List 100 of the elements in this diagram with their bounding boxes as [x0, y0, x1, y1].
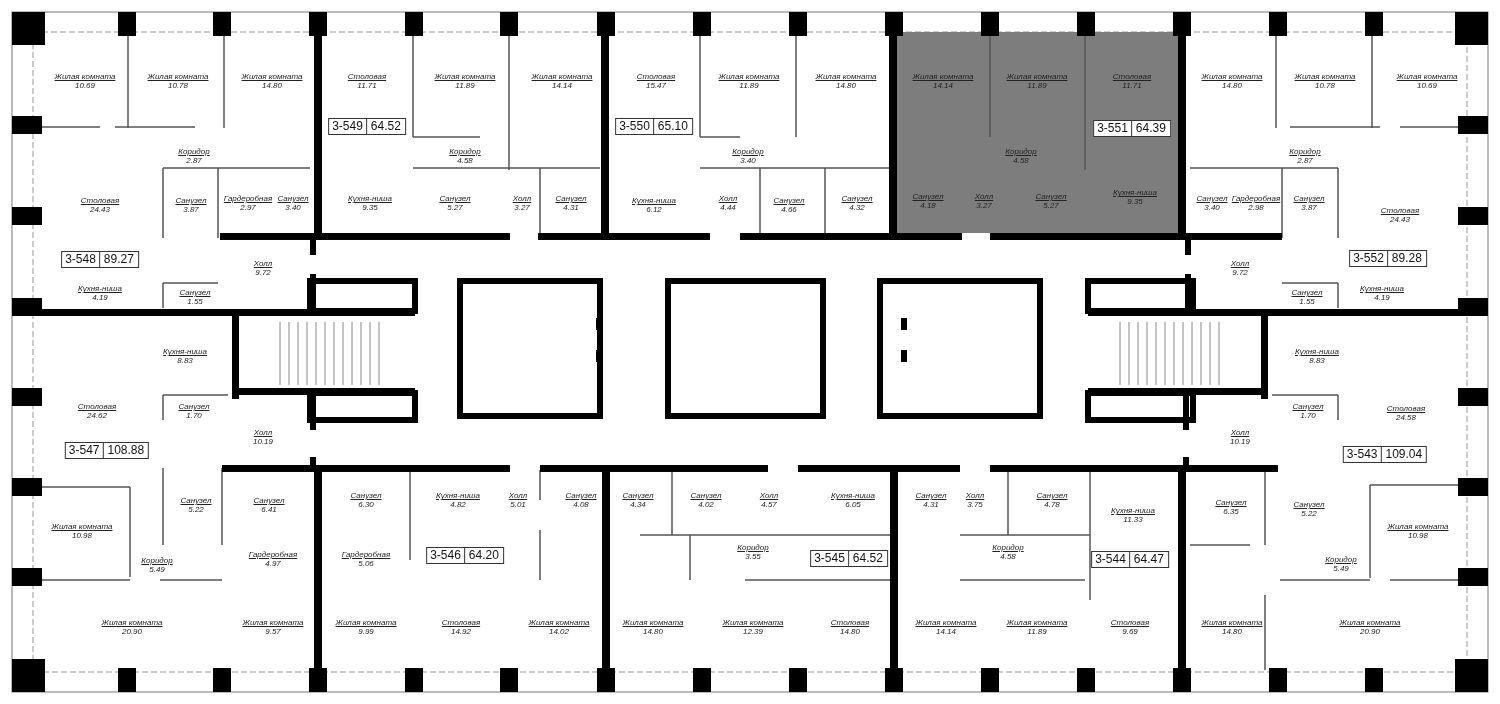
room-area: 5.22: [1301, 509, 1317, 518]
room-area: 3.27: [514, 203, 530, 212]
room-name: Кухня-ниша: [348, 194, 392, 203]
room-name: Жилая комната: [335, 618, 397, 627]
room-area: 11.33: [1123, 515, 1143, 524]
room-name: Санузел: [622, 491, 654, 500]
room-area: 2.98: [1248, 203, 1264, 212]
room-area: 11.89: [455, 81, 475, 90]
apartment-number: 3-544: [1092, 552, 1130, 567]
room-area: 9.69: [1122, 627, 1138, 636]
room-area: 10.78: [168, 81, 188, 90]
room-area: 4.78: [1044, 500, 1060, 509]
room-name: Столовая: [1386, 404, 1426, 413]
apartment-area: 64.39: [1131, 121, 1170, 136]
room-area: 14.80: [1222, 627, 1242, 636]
room-name: Жилая комната: [1294, 72, 1356, 81]
room-area: 4.66: [781, 205, 797, 214]
room-name: Холл: [974, 192, 994, 201]
apartment-number: 3-545: [811, 551, 849, 566]
room-area: 14.80: [840, 627, 860, 636]
room-area: 4.32: [849, 203, 865, 212]
room-area: 8.83: [177, 356, 193, 365]
room-name: Жилая комната: [51, 522, 113, 531]
room-area: 9.72: [1232, 268, 1248, 277]
apartment-area: 65.10: [653, 119, 692, 134]
room-area: 6.41: [261, 505, 277, 514]
room-name: Коридор: [449, 147, 481, 156]
apartment-number: 3-552: [1350, 251, 1388, 266]
room-area: 6.05: [845, 500, 861, 509]
room-area: 14.02: [549, 627, 569, 636]
room-area: 10.19: [253, 437, 273, 446]
room-name: Гардеробная: [223, 194, 273, 203]
apartment-number: 3-550: [616, 119, 654, 134]
room-area: 24.62: [87, 411, 107, 420]
room-name: Санузел: [915, 491, 947, 500]
room-area: 3.27: [976, 201, 992, 210]
room-name: Санузел: [1035, 192, 1067, 201]
apartment-number: 3-547: [65, 443, 104, 458]
room-area: 5.06: [358, 559, 374, 568]
apartment-number: 3-546: [427, 548, 465, 563]
apartment-tag: [61, 251, 139, 268]
room-area: 2.87: [186, 156, 202, 165]
room-name: Кухня-ниша: [1295, 347, 1339, 356]
room-area: 4.44: [720, 203, 736, 212]
room-area: 1.55: [1299, 297, 1315, 306]
room-name: Санузел: [1291, 288, 1323, 297]
room-name: Жилая комната: [1339, 618, 1401, 627]
room-name: Холл: [512, 194, 532, 203]
room-area: 12.39: [743, 627, 763, 636]
room-area: 11.71: [1122, 81, 1142, 90]
room-area: 3.75: [967, 500, 983, 509]
room-name: Кухня-ниша: [831, 491, 875, 500]
room-area: 14.14: [936, 627, 956, 636]
room-area: 9.99: [358, 627, 374, 636]
room-name: Санузел: [253, 496, 285, 505]
apartment-tag: [1091, 551, 1169, 568]
room-area: 20.90: [122, 627, 142, 636]
apartment-tag: [1349, 250, 1427, 267]
room-area: 1.70: [186, 411, 202, 420]
room-area: 24.58: [1396, 413, 1416, 422]
room-name: Коридор: [992, 543, 1024, 552]
room-area: 10.69: [1417, 81, 1437, 90]
room-name: Гардеробная: [248, 550, 298, 559]
room-area: 6.12: [646, 205, 662, 214]
room-area: 24.43: [1390, 215, 1410, 224]
room-area: 4.18: [920, 201, 936, 210]
room-area: 14.80: [643, 627, 663, 636]
room-area: 5.49: [1333, 564, 1349, 573]
room-area: 1.70: [1300, 411, 1316, 420]
room-name: Санузел: [555, 194, 587, 203]
room-name: Жилая комната: [1396, 72, 1458, 81]
room-name: Кухня-ниша: [632, 196, 676, 205]
room-name: Коридор: [1289, 147, 1321, 156]
room-area: 4.34: [630, 500, 646, 509]
room-area: 5.01: [510, 500, 526, 509]
room-area: 6.35: [1223, 507, 1239, 516]
apartment-area: 64.20: [464, 548, 503, 563]
room-name: Коридор: [1005, 147, 1037, 156]
room-name: Кухня-ниша: [436, 491, 480, 500]
room-name: Столовая: [77, 402, 117, 411]
room-name: Санузел: [180, 496, 212, 505]
room-name: Холл: [718, 194, 738, 203]
room-area: 2.97: [240, 203, 256, 212]
room-name: Коридор: [732, 147, 764, 156]
room-name: Коридор: [737, 543, 769, 552]
room-name: Санузел: [841, 194, 873, 203]
room-area: 6.30: [358, 500, 374, 509]
apartment-tag: [810, 550, 888, 567]
room-area: 5.49: [149, 565, 165, 574]
room-name: Коридор: [1325, 555, 1357, 564]
room-area: 11.71: [357, 81, 377, 90]
room-area: 4.02: [698, 500, 714, 509]
room-name: Столовая: [347, 72, 387, 81]
room-area: 14.14: [933, 81, 953, 90]
apartment-area: 64.52: [848, 551, 887, 566]
room-name: Жилая комната: [1006, 72, 1068, 81]
room-area: 14.80: [836, 81, 856, 90]
room-area: 10.78: [1315, 81, 1335, 90]
room-name: Санузел: [690, 491, 722, 500]
room-area: 14.14: [552, 81, 572, 90]
